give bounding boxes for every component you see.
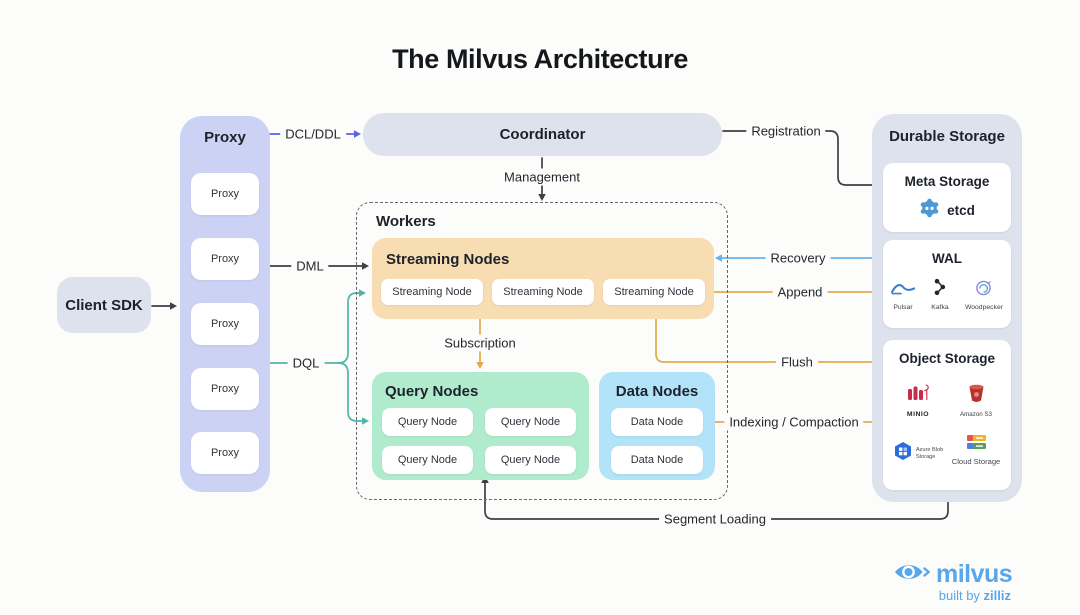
milvus-wordmark: milvus	[936, 560, 1013, 588]
milvus-logo: milvus built by zilliz	[893, 559, 1013, 603]
cloud-storage-label: Cloud Storage	[951, 457, 1001, 466]
minio-brand: MINIO	[889, 383, 947, 418]
coordinator-box: Coordinator	[363, 113, 722, 156]
client-sdk-label: Client SDK	[65, 296, 143, 314]
kafka-label: Kafka	[931, 304, 949, 311]
edge-label-subscription: Subscription	[439, 334, 521, 352]
woodpecker-bird-icon	[974, 279, 993, 301]
object-storage-title: Object Storage	[898, 351, 996, 366]
kafka-brand: Kafka	[931, 278, 949, 311]
durable-storage-group: Durable Storage Meta Storage etcd	[872, 114, 1022, 502]
query-node: Query Node	[485, 408, 576, 436]
proxy-group: Proxy Proxy Proxy Proxy Proxy Proxy	[180, 116, 270, 492]
amazon-s3-brand: Amazon S3	[947, 383, 1005, 418]
streaming-node: Streaming Node	[381, 279, 483, 305]
edge-label-append: Append	[772, 283, 828, 301]
workers-title: Workers	[376, 213, 436, 230]
proxy-node: Proxy	[191, 432, 259, 474]
woodpecker-label: Woodpecker	[964, 304, 1003, 311]
proxy-node: Proxy	[191, 238, 259, 280]
streaming-nodes-title: Streaming Nodes	[386, 251, 510, 268]
coordinator-label: Coordinator	[499, 126, 586, 143]
data-node: Data Node	[611, 446, 703, 474]
minio-label: MINIO	[906, 411, 930, 418]
minio-flamingo-icon	[905, 383, 932, 409]
etcd-gear-icon	[919, 198, 940, 223]
data-nodes-title: Data Nodes	[615, 383, 699, 400]
zilliz-wordmark: zilliz	[983, 588, 1011, 603]
proxy-node: Proxy	[191, 368, 259, 410]
proxy-group-title: Proxy	[204, 129, 246, 146]
workers-group: Workers Streaming Nodes Streaming Node S…	[356, 202, 728, 500]
query-node: Query Node	[485, 446, 576, 474]
edge-label-segment-loading: Segment Loading	[659, 510, 771, 528]
query-node: Query Node	[382, 408, 473, 436]
query-nodes-group: Query Nodes Query Node Query Node Query …	[372, 372, 589, 480]
woodpecker-brand: Woodpecker	[965, 279, 1003, 311]
pulsar-brand: Pulsar	[890, 281, 916, 311]
pulsar-wave-icon	[890, 281, 916, 301]
streaming-nodes-group: Streaming Nodes Streaming Node Streaming…	[372, 238, 714, 319]
edge-label-flush: Flush	[776, 353, 818, 371]
page-title: The Milvus Architecture	[392, 44, 688, 74]
query-node: Query Node	[382, 446, 473, 474]
proxy-node: Proxy	[191, 303, 259, 345]
milvus-eye-icon	[893, 559, 930, 590]
proxy-node: Proxy	[191, 173, 259, 215]
edge-label-management: Management	[499, 168, 585, 186]
query-nodes-title: Query Nodes	[385, 383, 479, 400]
kafka-icon	[933, 278, 946, 301]
data-node: Data Node	[611, 408, 703, 436]
edge-label-dcl-ddl: DCL/DDL	[280, 125, 346, 143]
edge-label-recovery: Recovery	[765, 249, 831, 267]
edge-label-indexing-compaction: Indexing / Compaction	[724, 413, 864, 431]
meta-storage-title: Meta Storage	[904, 174, 990, 189]
milvus-tagline: built by zilliz	[938, 588, 1011, 603]
azure-blob-label: Azure Blob Storage	[915, 447, 944, 460]
edge-label-dql: DQL	[287, 354, 325, 372]
streaming-node: Streaming Node	[492, 279, 594, 305]
durable-storage-title: Durable Storage	[889, 128, 1005, 145]
azure-blob-storage-icon	[893, 441, 913, 466]
etcd-label: etcd	[947, 203, 975, 218]
object-storage-card: Object Storage MINIO	[883, 340, 1011, 490]
cloud-storage-brand: Cloud Storage	[947, 434, 1005, 466]
google-cloud-storage-icon	[966, 434, 987, 455]
edge-label-registration: Registration	[746, 122, 826, 140]
amazon-s3-label: Amazon S3	[960, 411, 992, 418]
client-sdk-box: Client SDK	[57, 277, 151, 333]
azure-blob-brand: Azure Blob Storage	[889, 434, 947, 466]
wal-card: WAL Pulsar	[883, 240, 1011, 328]
meta-storage-card: Meta Storage etcd	[883, 163, 1011, 232]
streaming-node: Streaming Node	[603, 279, 705, 305]
data-nodes-group: Data Nodes Data Node Data Node	[599, 372, 715, 480]
wal-title: WAL	[932, 251, 962, 266]
edge-label-dml: DML	[291, 257, 329, 275]
amazon-s3-bucket-icon	[967, 383, 986, 409]
pulsar-label: Pulsar	[893, 304, 913, 311]
